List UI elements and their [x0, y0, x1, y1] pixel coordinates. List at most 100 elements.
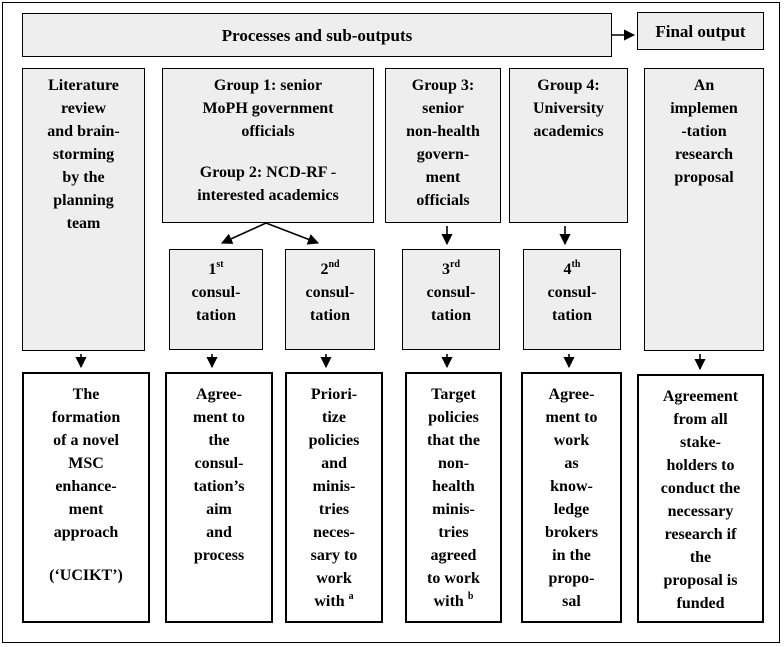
- text-line: sary to: [310, 547, 358, 564]
- text-line: Priori-: [310, 386, 358, 403]
- final-output-banner: Final output: [637, 12, 764, 50]
- text-line: and: [206, 524, 232, 541]
- ordinal-number: 2: [320, 261, 329, 278]
- ucikt-output-box: The formation of a novel MSC enhance- me…: [22, 372, 150, 623]
- text-line: minis-: [312, 478, 356, 495]
- footnote-marker: a: [348, 590, 354, 602]
- text-line: approach: [53, 524, 119, 541]
- text-line: govern-: [416, 146, 470, 163]
- text-line: non-health: [406, 123, 480, 140]
- text-line: policies: [428, 409, 479, 426]
- text-line-with-footnote: with b: [434, 590, 474, 613]
- text-line: ment: [68, 501, 104, 518]
- text-line: tries: [438, 524, 469, 541]
- ordinal-suffix: st: [216, 258, 224, 270]
- arrow-to-consultation-1: [220, 222, 267, 244]
- text-line: review: [60, 100, 106, 117]
- ordinal-number: 4: [563, 261, 572, 278]
- text-line: policies: [308, 432, 360, 449]
- text-line: MoPH government: [202, 100, 334, 117]
- text-line: and: [321, 455, 347, 472]
- text-line: formation: [51, 409, 121, 426]
- text-line: neces-: [313, 524, 355, 541]
- text-line: non-: [437, 455, 470, 472]
- processes-banner: Processes and sub-outputs: [22, 13, 612, 57]
- text-line: consul-: [191, 284, 241, 301]
- text-line: necessary: [667, 503, 734, 520]
- text-line: Agreement: [662, 388, 739, 405]
- prioritize-output-box: Priori- tize policies and minis- tries n…: [285, 372, 383, 623]
- text-line: tries: [318, 501, 350, 518]
- text-line: work: [553, 432, 590, 449]
- text-line: -tation: [681, 123, 727, 140]
- text-line: the: [208, 432, 230, 449]
- text-line: funded: [676, 595, 725, 612]
- text-line: brokers: [544, 524, 599, 541]
- text-line: tation’s: [193, 478, 245, 495]
- text-line: minis-: [432, 501, 475, 518]
- text-line: MSC: [68, 455, 104, 472]
- text-line: enhance-: [55, 478, 117, 495]
- consultation-3-box: 3rd consul- tation: [402, 249, 500, 350]
- text-line: sal: [562, 593, 581, 610]
- text-line: team: [66, 215, 101, 232]
- text-line: consul-: [305, 284, 355, 301]
- text-line: ment to: [545, 409, 598, 426]
- text-line: tation: [196, 307, 236, 324]
- text-line: holders to: [666, 457, 735, 474]
- text-line: academics: [533, 123, 604, 140]
- text-line-with-footnote: with a: [314, 590, 353, 613]
- text-line: the: [689, 549, 712, 566]
- consultation-2-box: 2nd consul- tation: [285, 249, 375, 350]
- ordinal-number: 1: [208, 261, 217, 278]
- text-line: senior: [422, 100, 464, 117]
- consultation-ordinal: 1st: [208, 258, 223, 281]
- text-line: as: [564, 455, 579, 472]
- group-1-2-box: Group 1: senior MoPH government official…: [162, 68, 374, 223]
- text-line: and brain-: [47, 123, 120, 140]
- text-line: tation: [431, 307, 471, 324]
- text-line: proposal: [674, 169, 734, 186]
- text-line: proposal is: [663, 572, 738, 589]
- text-line: interested academics: [197, 187, 339, 204]
- text-line: consul-: [426, 284, 476, 301]
- text-line: ment: [425, 169, 461, 186]
- text-line: Group 2: NCD-RF -: [199, 164, 337, 181]
- text-line: process: [193, 547, 245, 564]
- text-line: from all: [673, 411, 728, 428]
- processes-banner-label: Processes and sub-outputs: [221, 25, 413, 45]
- consultation-ordinal: 2nd: [320, 258, 339, 281]
- target-policies-output-box: Target policies that the non- health min…: [405, 372, 502, 623]
- text-line: with: [433, 593, 464, 610]
- text-line: to work: [427, 570, 480, 587]
- text-line: by the: [62, 169, 105, 186]
- text-line: that the: [427, 432, 480, 449]
- text-line: Group 1: senior: [213, 77, 323, 94]
- ordinal-suffix: nd: [328, 258, 340, 270]
- text-line: conduct the: [660, 480, 741, 497]
- final-output-banner-label: Final output: [655, 21, 746, 41]
- text-line: consul-: [547, 284, 597, 301]
- footnote-marker: b: [467, 590, 474, 602]
- text-line: know-: [550, 478, 593, 495]
- text-line: University: [532, 100, 605, 117]
- text-line: storming: [52, 146, 115, 163]
- text-line: agreed: [430, 547, 477, 564]
- ordinal-suffix: th: [571, 258, 581, 270]
- text-line: research if: [664, 526, 737, 543]
- text-line: with: [314, 593, 345, 610]
- arrow-to-consultation-2: [265, 222, 320, 245]
- text-line: ment to: [193, 409, 245, 426]
- text-line: stake-: [680, 434, 721, 451]
- text-line: ledge: [553, 501, 590, 518]
- ordinal-number: 3: [442, 261, 450, 278]
- group-3-box: Group 3: senior non-health govern- ment …: [385, 68, 501, 223]
- text-line: tize: [322, 409, 346, 426]
- final-agreement-output-box: Agreement from all stake- holders to con…: [637, 374, 764, 623]
- text-line: health: [432, 478, 475, 495]
- text-line: implemen: [670, 100, 738, 117]
- text-line: tation: [310, 307, 350, 324]
